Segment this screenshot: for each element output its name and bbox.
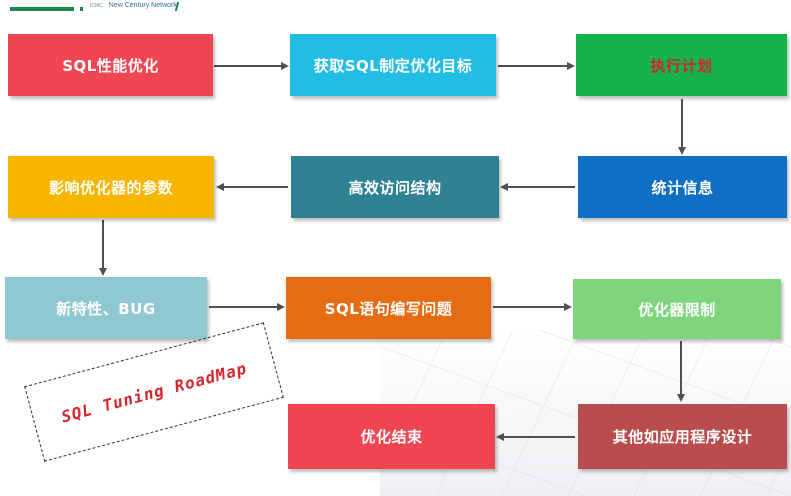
step-statistics: 统计信息 [578, 156, 787, 218]
header-accent-mark [80, 7, 83, 11]
step-label: 高效访问结构 [348, 178, 442, 197]
brand-text: New Century Network [108, 2, 177, 9]
header-accent-bar [10, 7, 74, 11]
step-label: SQL性能优化 [62, 56, 159, 75]
step-execution-plan: 执行计划 [576, 34, 787, 96]
step-tuning-end: 优化结束 [288, 404, 495, 469]
step-optimizer-limitations: 优化器限制 [573, 279, 781, 339]
brand-header: ICMC New Century Network [90, 2, 177, 9]
step-label: 其他如应用程序设计 [612, 428, 753, 446]
step-label: 新特性、BUG [56, 299, 156, 318]
step-label: 执行计划 [650, 56, 713, 75]
step-get-sql-set-goal: 获取SQL制定优化目标 [290, 34, 496, 96]
step-efficient-access-structure: 高效访问结构 [291, 156, 499, 218]
step-label: 统计信息 [651, 178, 714, 197]
step-application-design: 其他如应用程序设计 [578, 404, 787, 469]
step-label: 获取SQL制定优化目标 [313, 56, 473, 75]
step-optimizer-parameters: 影响优化器的参数 [8, 156, 214, 218]
step-label: 优化器限制 [638, 300, 716, 319]
step-new-features-bug: 新特性、BUG [5, 277, 207, 339]
brand-small: ICMC [90, 3, 103, 9]
step-sql-performance-tuning: SQL性能优化 [8, 34, 213, 96]
step-sql-writing-issues: SQL语句编写问题 [286, 277, 491, 339]
step-label: 优化结束 [360, 428, 423, 446]
step-label: SQL语句编写问题 [324, 299, 453, 318]
step-label: 影响优化器的参数 [48, 178, 173, 197]
